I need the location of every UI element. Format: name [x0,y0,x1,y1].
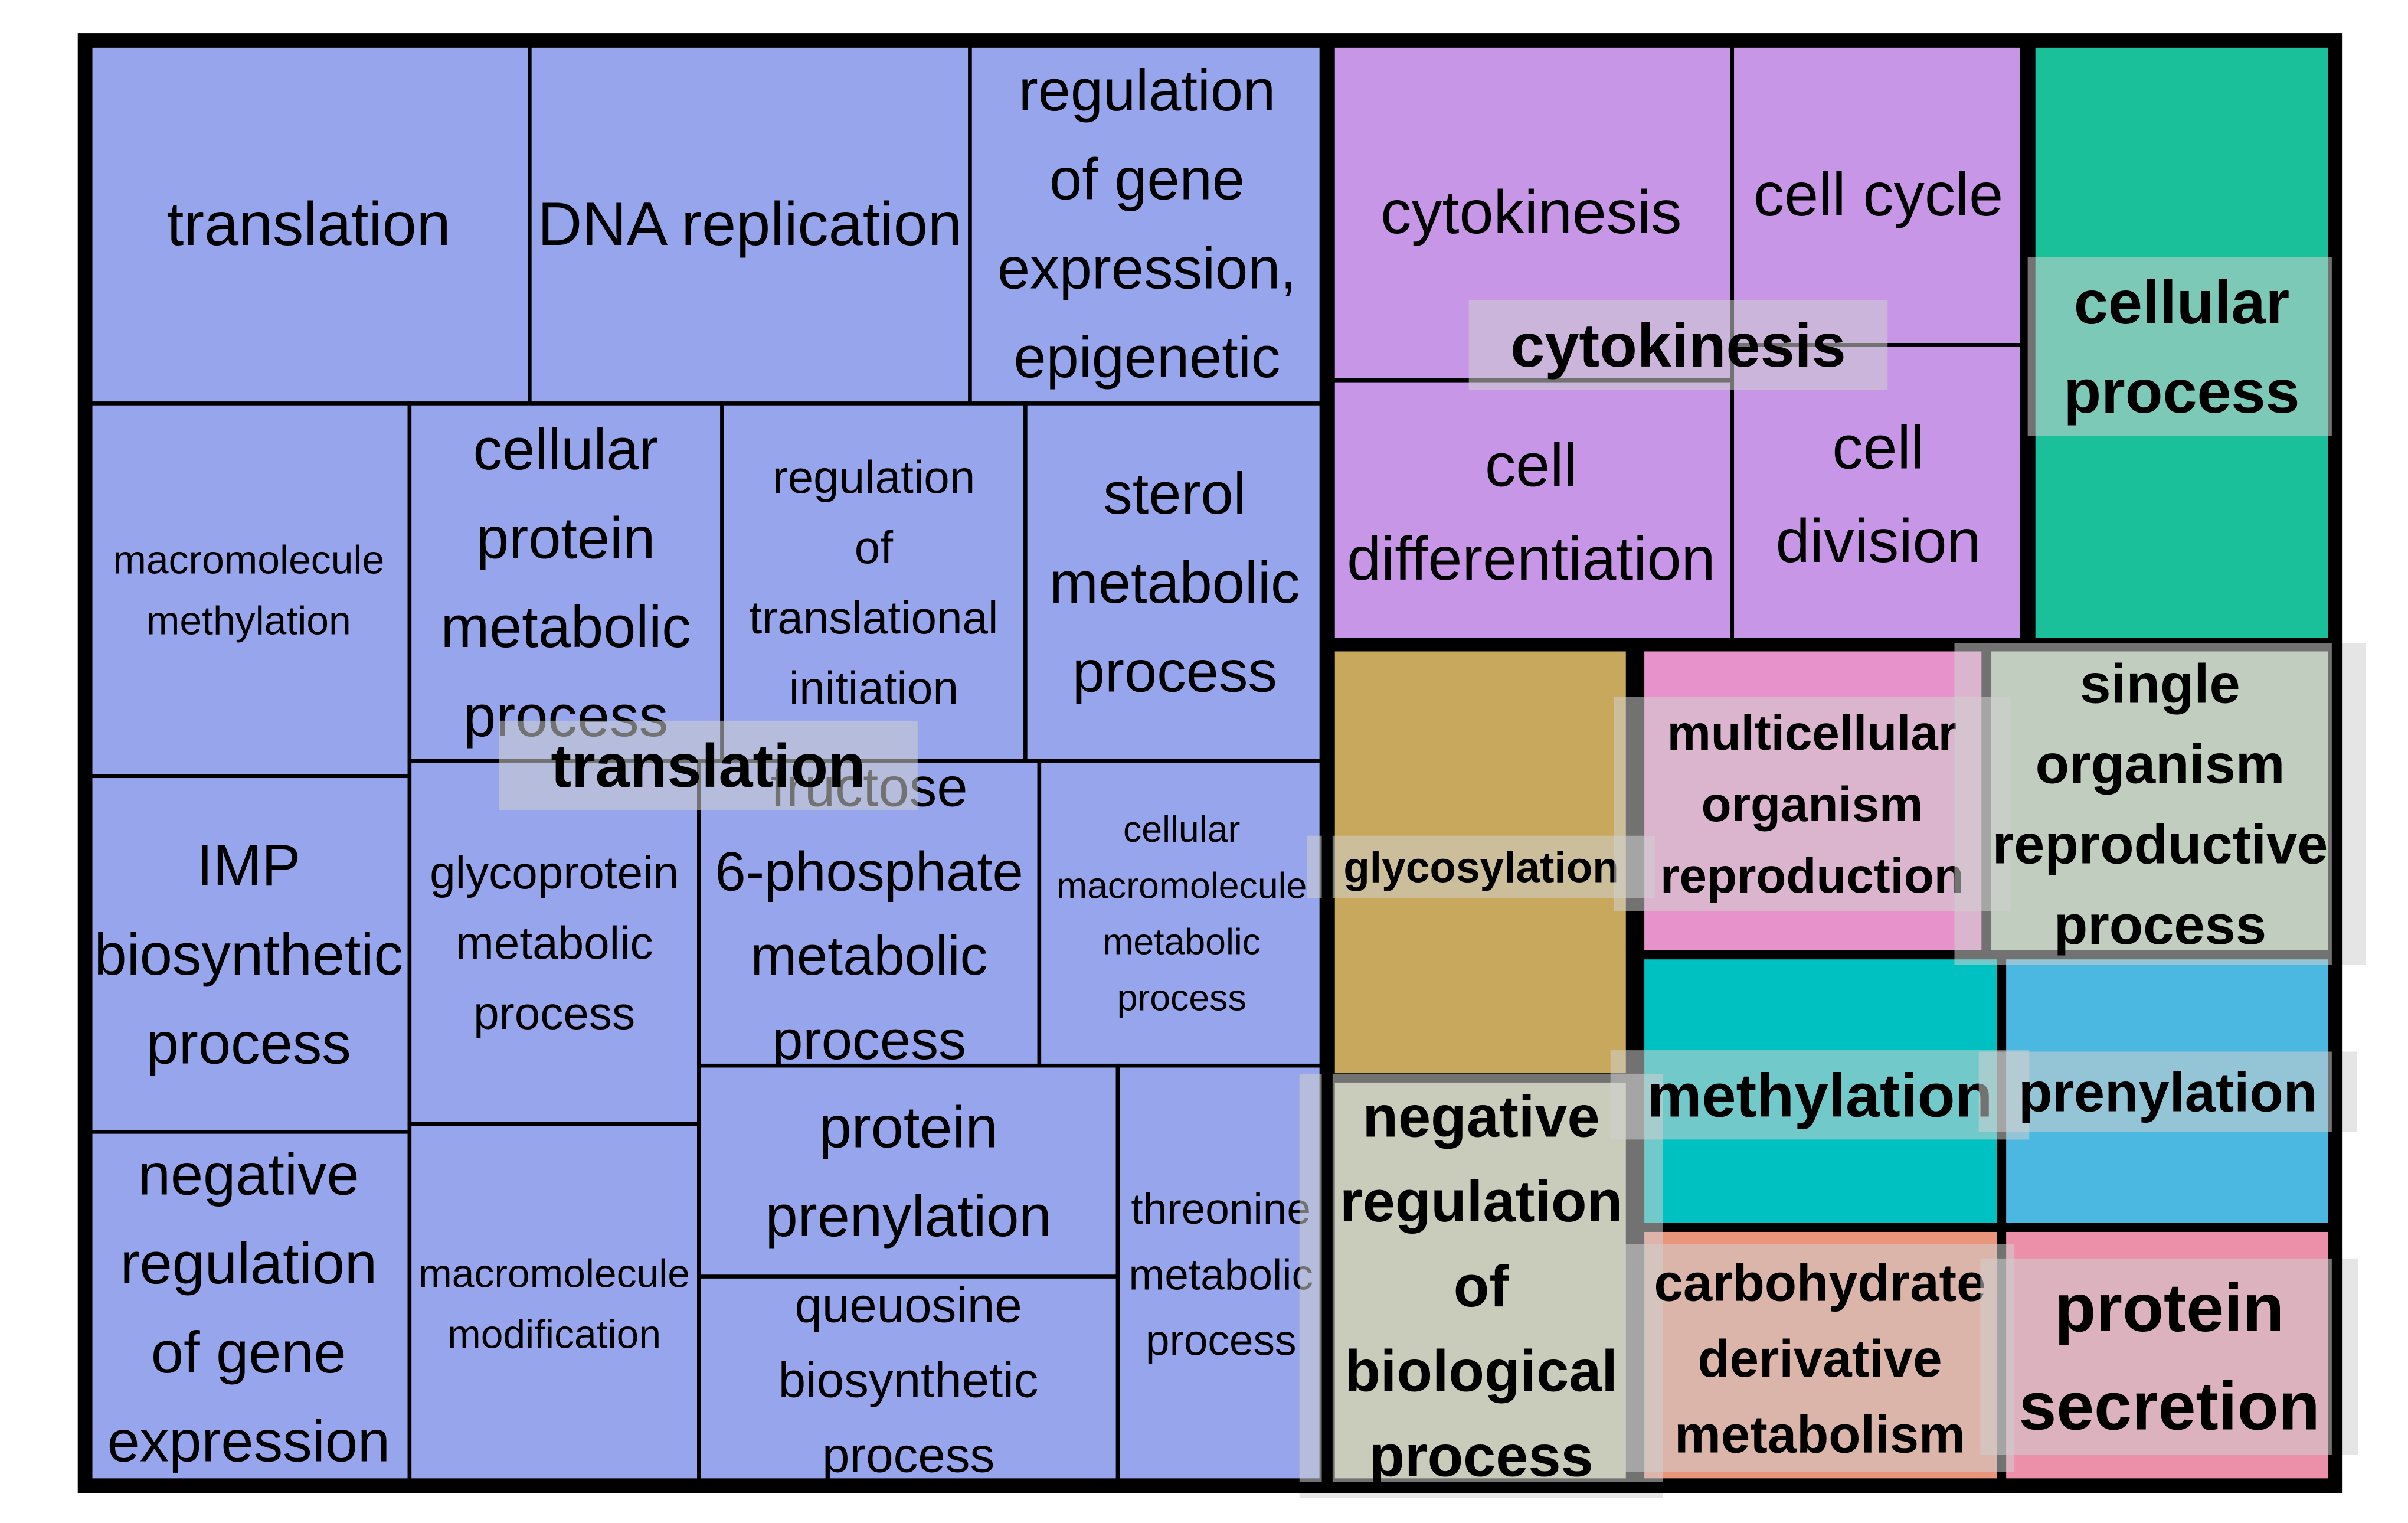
term-tile-fructose-6-phosphate-metabolic-process [697,759,1042,1068]
term-tile-sterol-metabolic-process [1023,401,1326,763]
group-label-bg-single-organism-reproductive-process [1954,643,2366,965]
term-tile-macromolecule-methylation [86,401,412,779]
group-label-bg-prenylation [1978,1051,2357,1132]
term-tile-cell-differentiation [1328,378,1735,645]
group-label-bg-protein-secretion [1980,1258,2358,1455]
group-label-bg-cellular-process [2027,257,2336,436]
group-label-translation: translation [551,732,865,800]
group-label-bg-methylation [1610,1050,2030,1140]
term-label: translation [166,190,450,259]
term-tile-imp-biosynthetic-process [86,774,412,1134]
chart-frame [77,33,2343,1493]
group-label-methylation: methylation [1647,1061,1993,1130]
term-tile-regulation-of-translational-initiation [720,401,1028,763]
term-tile-macromolecule-modification [407,1122,701,1485]
term-tile-dna-replication [528,41,972,406]
term-tile-negative-regulation-of-gene-expression [86,1130,412,1485]
group-label-cytokinesis: cytokinesis [1510,312,1846,380]
group-label-bg-translation [499,720,918,810]
group-label-bg-carbohydrate-derivative-metabolism [1625,1244,2015,1472]
term-tile-glycoprotein-metabolic-process [407,759,701,1126]
term-tile-queuosine-biosynthetic-process [697,1274,1120,1485]
term-tile-cellular-protein-metabolic-process [407,401,724,763]
group-label-bg-glycosylation [1307,835,1656,898]
term-tile-protein-prenylation [697,1063,1120,1279]
group-label-bg-cytokinesis [1468,300,1888,390]
term-label: cell cycle [1753,161,2003,229]
term-tile-cell-cycle [1730,41,2027,347]
group-label-bg-multicellular-organism-reproduction [1614,697,2011,911]
term-tile-translation [86,41,532,406]
term-label: DNA replication [538,190,962,259]
term-label: cytokinesis [1380,178,1681,247]
group-label-glycosylation: glycosylation [1343,844,1619,891]
group-label-bg-negative-regulation-of-biological-process [1299,1073,1663,1498]
term-tile-cellular-macromolecule-metabolic-process [1037,759,1326,1068]
term-tile-regulation-of-gene-expression-epigenetic [968,41,1326,406]
group-label-prenylation: prenylation [2018,1061,2317,1123]
